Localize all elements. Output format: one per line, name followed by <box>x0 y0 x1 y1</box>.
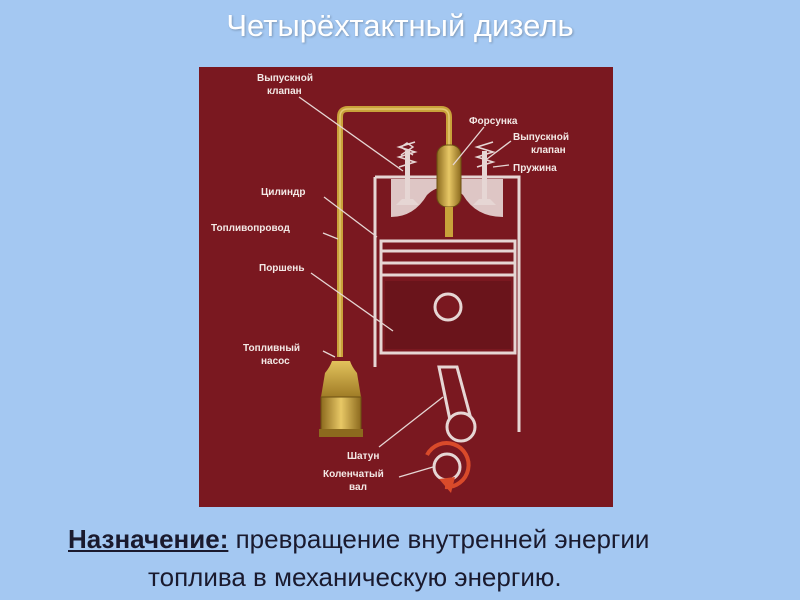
purpose-text-line-1: превращение внутренней энергии <box>228 524 650 554</box>
label-connecting-rod: Шатун <box>347 451 379 462</box>
injector <box>436 144 462 237</box>
label-fuel-pump-line1: Топливный <box>243 343 300 354</box>
cylinder-head <box>373 175 521 237</box>
label-exhaust-valve-left-line2: клапан <box>267 86 302 97</box>
right-exhaust-valve <box>473 151 496 205</box>
label-crankshaft-line2: вал <box>349 482 367 493</box>
label-crankshaft-line1: Коленчатый <box>323 469 384 480</box>
label-fuel-pump-line2: насос <box>261 356 290 367</box>
label-fuel-line: Топливопровод <box>211 223 291 234</box>
piston <box>379 239 517 355</box>
label-spring: Пружина <box>513 163 557 174</box>
right-spring <box>474 141 496 168</box>
purpose-label: Назначение: <box>68 524 229 554</box>
crankshaft <box>425 441 471 493</box>
label-exhaust-valve-left-line1: Выпускной <box>257 73 313 84</box>
combustion-chamber <box>391 179 503 217</box>
label-exhaust-valve-right-line1: Выпускной <box>513 132 569 143</box>
label-cylinder: Цилиндр <box>261 187 305 198</box>
purpose-text-line-2: топлива в механическую энергию. <box>148 562 562 592</box>
label-piston: Поршень <box>259 263 305 274</box>
footer-line-1: Назначение: превращение внутренней энерг… <box>68 524 649 555</box>
left-spring <box>396 141 418 168</box>
fuel-pump <box>319 361 363 437</box>
slide-title: Четырёхтактный дизель <box>226 8 574 43</box>
label-injector: Форсунка <box>469 116 518 127</box>
diesel-engine-diagram: Выпускной клапан Форсунка Выпускной клап… <box>199 67 613 507</box>
label-exhaust-valve-right-line2: клапан <box>531 145 566 156</box>
cylinder-walls <box>373 237 521 432</box>
